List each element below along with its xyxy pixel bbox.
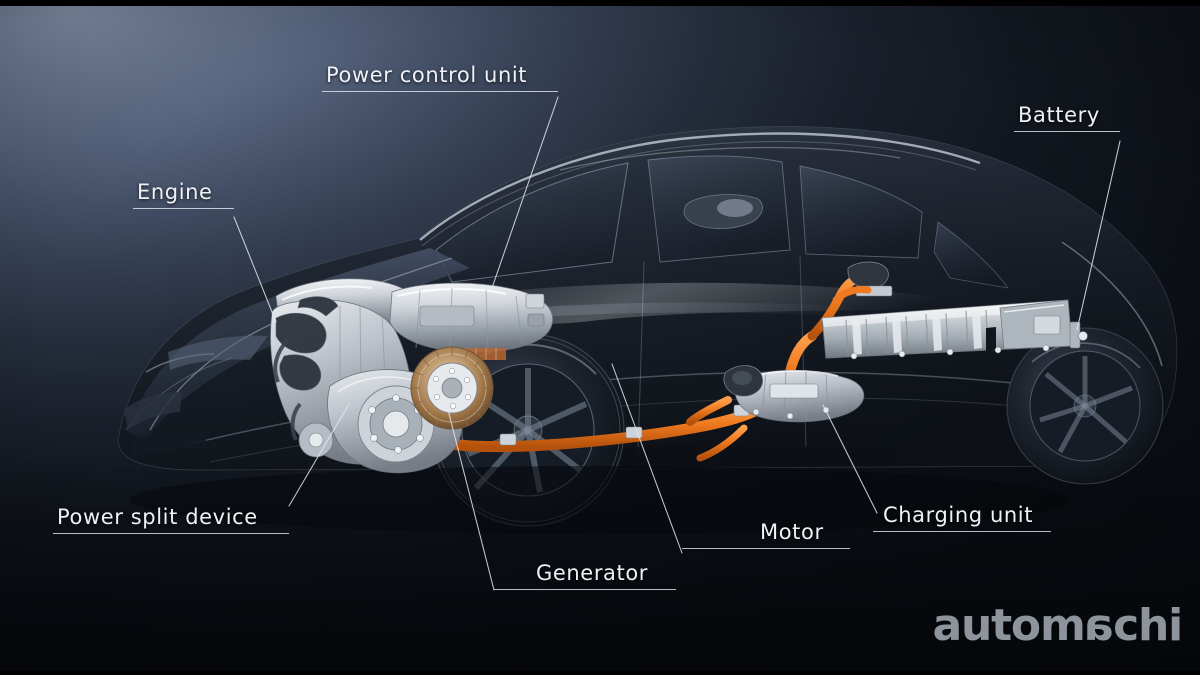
callout-leader-lines — [233, 96, 1121, 591]
rear-wheel — [1006, 327, 1164, 485]
callout-label-motor: Motor — [760, 520, 824, 544]
callout-charging-unit[interactable]: Charging unit — [873, 503, 1051, 532]
callout-label-power-control-unit: Power control unit — [326, 63, 528, 87]
callout-label-battery: Battery — [1018, 103, 1100, 127]
leader-power-split-device — [288, 403, 350, 507]
automachi-watermark: automachi — [932, 600, 1183, 651]
callout-label-engine: Engine — [137, 180, 213, 204]
power-control-unit-part — [389, 282, 553, 353]
callout-label-charging-unit: Charging unit — [883, 503, 1034, 527]
callout-rule-power-control-unit — [322, 90, 558, 92]
callout-battery[interactable]: Battery — [1014, 103, 1120, 132]
callout-motor[interactable]: Motor — [682, 520, 850, 549]
callout-label-generator: Generator — [536, 561, 649, 585]
callout-power-split-device[interactable]: Power split device — [53, 505, 289, 534]
leader-engine — [233, 216, 277, 323]
callout-rule-engine — [133, 207, 234, 209]
battery-pack — [821, 261, 1088, 360]
leader-charging-unit — [822, 404, 878, 514]
leader-power-control-unit — [491, 96, 559, 289]
charging-unit-part — [723, 365, 865, 423]
leader-battery — [1076, 140, 1121, 331]
callout-generator[interactable]: Generator — [494, 561, 676, 590]
engine-assembly — [270, 278, 553, 474]
callout-power-control-unit[interactable]: Power control unit — [322, 63, 558, 92]
letterbox-top — [0, 0, 1200, 6]
callout-rule-generator — [494, 588, 676, 590]
callout-rule-motor — [682, 547, 850, 549]
callout-rule-battery — [1014, 130, 1120, 132]
callout-engine[interactable]: Engine — [133, 180, 234, 209]
watermark-part-1: autom — [932, 600, 1085, 651]
watermark-part-2: a — [1084, 600, 1114, 651]
callout-rule-charging-unit — [873, 530, 1051, 532]
side-mirror — [683, 194, 763, 229]
watermark-part-3: chi — [1113, 600, 1183, 651]
battery-service-connector — [832, 261, 893, 304]
callout-label-power-split-device: Power split device — [57, 505, 258, 529]
letterbox-bottom — [0, 671, 1200, 675]
generator-part — [410, 346, 494, 430]
leader-motor — [611, 363, 683, 554]
callout-rule-power-split-device — [53, 532, 289, 534]
leader-generator — [446, 405, 495, 591]
